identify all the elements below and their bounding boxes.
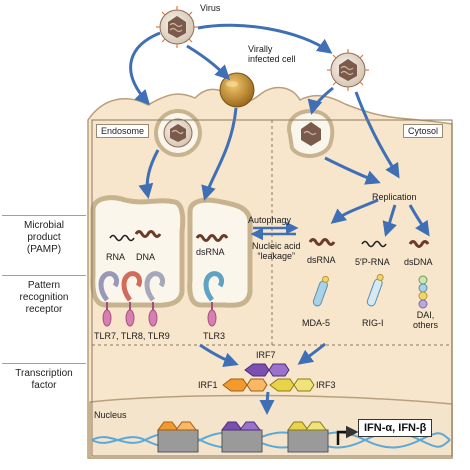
transcription-arrow [336, 425, 359, 445]
side-divider-3 [2, 363, 86, 364]
ifn-output-label: IFN-α, IFN-β [358, 419, 433, 437]
5p-rna-strand [361, 240, 387, 248]
side-label-pamp: Microbial product (PAMP) [23, 220, 64, 255]
rigi-label: RIG-I [362, 318, 384, 328]
cell-membrane [87, 86, 453, 459]
mda5-receptor [312, 275, 330, 307]
dsrna-endo-label: dsRNA [196, 247, 225, 257]
dna-strand [134, 230, 162, 238]
rigi-receptor [366, 273, 384, 307]
irf1-dimer [222, 378, 268, 392]
tlr3-receptor [203, 271, 225, 327]
leakage-label: Nucleic acid “leakage” [252, 241, 301, 262]
cytosol-tag: Cytosol [403, 124, 444, 138]
nuclear-dna [91, 431, 451, 449]
replication-label: Replication [372, 192, 417, 202]
dsrna-endo-strand [195, 234, 229, 242]
irf1-label: IRF1 [198, 380, 218, 390]
irf7-dimer [244, 363, 290, 377]
dsdna-strand [408, 240, 430, 248]
tlr3-label: TLR3 [203, 331, 226, 341]
virus-right [327, 49, 369, 91]
irf3-label: IRF3 [316, 380, 336, 390]
autophagy-arrows [250, 221, 299, 241]
side-divider-1 [2, 215, 86, 216]
promoter-1 [157, 421, 199, 453]
5p-rna-label: 5′P-RNA [355, 257, 390, 267]
promoter-2 [221, 421, 263, 453]
virus-label: Virus [200, 3, 221, 13]
dna-label: DNA [136, 252, 156, 262]
dsdna-label: dsDNA [404, 257, 433, 267]
cell-frame [91, 119, 453, 457]
tlr7-receptor [98, 271, 120, 327]
rna-strand [109, 234, 135, 242]
tlr9-receptor [144, 271, 166, 327]
side-label-prr: Pattern recognition receptor [19, 280, 69, 315]
virus-cytosol [301, 122, 321, 146]
tlr8-receptor [121, 271, 143, 327]
endosome-tag: Endosome [96, 124, 150, 138]
promoter-3 [287, 421, 329, 453]
dai-label: DAI, others [413, 310, 439, 331]
virus-endosome [163, 118, 193, 148]
irf3-dimer [269, 378, 315, 392]
nucleus-label: Nucleus [94, 410, 127, 420]
flow-arrows [129, 23, 430, 415]
tlr7-8-9-label: TLR7, TLR8, TLR9 [94, 331, 170, 341]
side-label-tf: Transcription factor [15, 368, 73, 391]
autophagy-label: Autophagy [248, 215, 292, 225]
side-divider-2 [2, 275, 86, 276]
virally-infected-cell-icon [219, 72, 255, 108]
irf7-label: IRF7 [256, 350, 276, 360]
infected-cell-label: Virally infected cell [248, 44, 296, 65]
dsrna-cyto-strand [308, 238, 336, 246]
virus-top [156, 6, 198, 48]
dai-receptor [418, 275, 428, 309]
dsrna-cyto-label: dsRNA [307, 255, 336, 265]
mda5-label: MDA-5 [302, 318, 331, 328]
rna-label: RNA [106, 252, 126, 262]
